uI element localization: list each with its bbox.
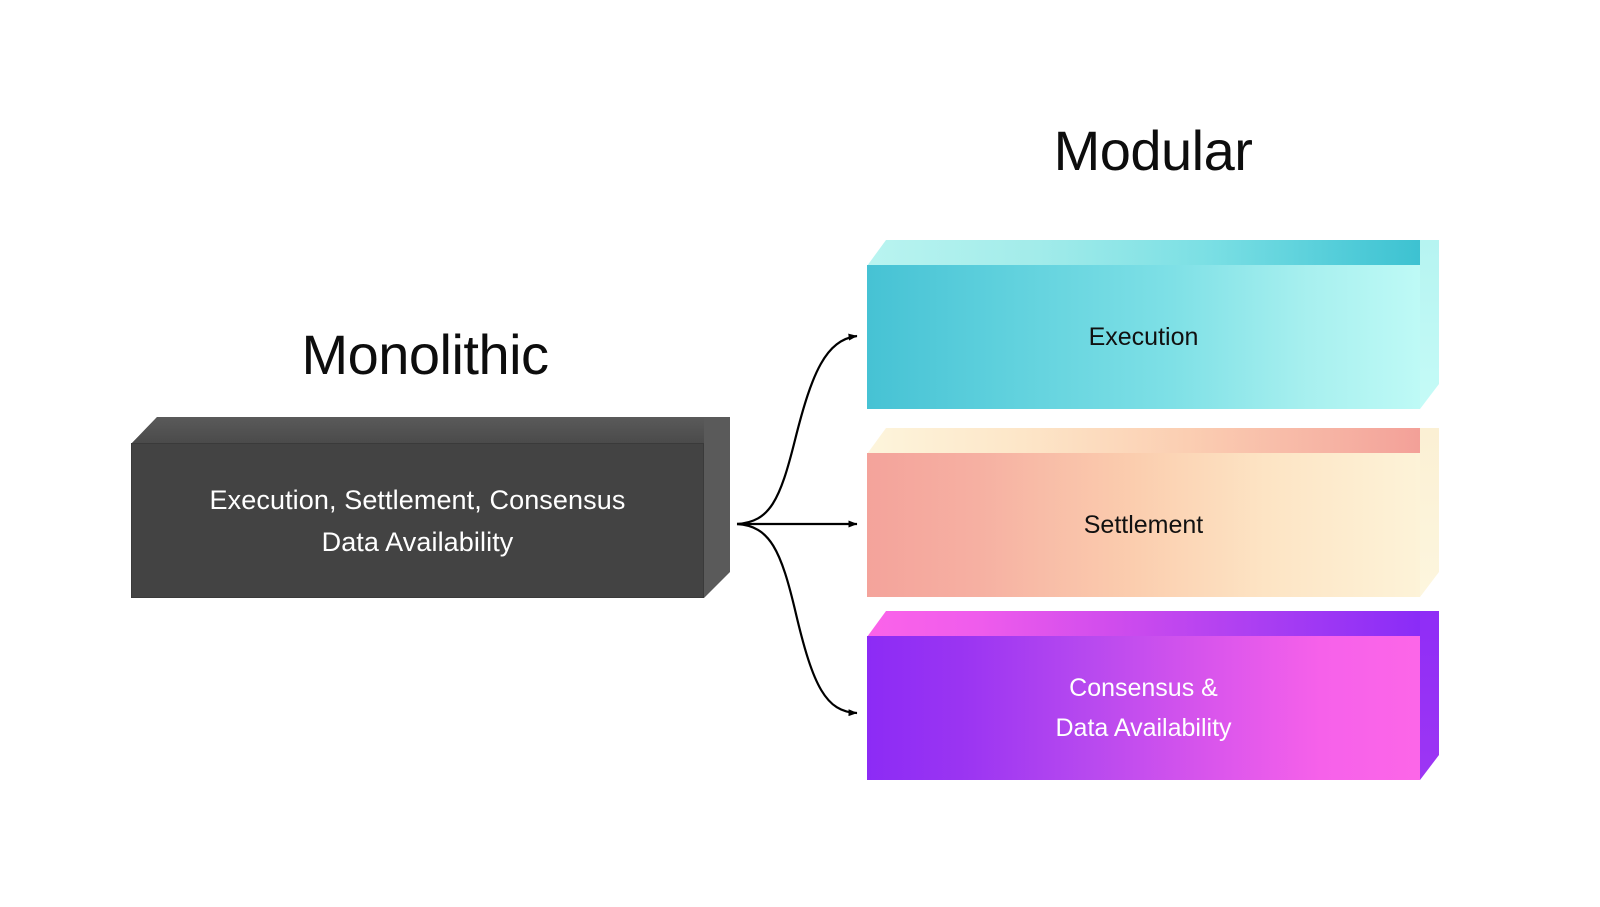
- monolithic-block-front-face: [131, 443, 704, 598]
- arrow-to-consensus: [736, 522, 858, 717]
- consensus-block-top-face: [867, 611, 1420, 637]
- execution-block-front-face: [867, 265, 1420, 409]
- consensus-data-availability-block[interactable]: Consensus & Data Availability: [867, 611, 1439, 780]
- execution-block[interactable]: Execution: [867, 240, 1439, 409]
- monolithic-title: Monolithic: [301, 323, 549, 386]
- settlement-block-top-face: [867, 428, 1420, 454]
- consensus-block-side-face: [1420, 611, 1439, 780]
- monolithic-block-top-face: [131, 417, 704, 444]
- execution-block-top-face: [867, 240, 1420, 266]
- monolithic-block-side-face: [704, 417, 730, 598]
- execution-block-side-face: [1420, 240, 1439, 409]
- consensus-block-front-face: [867, 636, 1420, 780]
- settlement-block[interactable]: Settlement: [867, 428, 1439, 597]
- settlement-block-front-face: [867, 453, 1420, 597]
- modular-title: Modular: [1053, 119, 1253, 182]
- settlement-block-side-face: [1420, 428, 1439, 597]
- monolithic-block[interactable]: Execution, Settlement, Consensus Data Av…: [131, 417, 730, 598]
